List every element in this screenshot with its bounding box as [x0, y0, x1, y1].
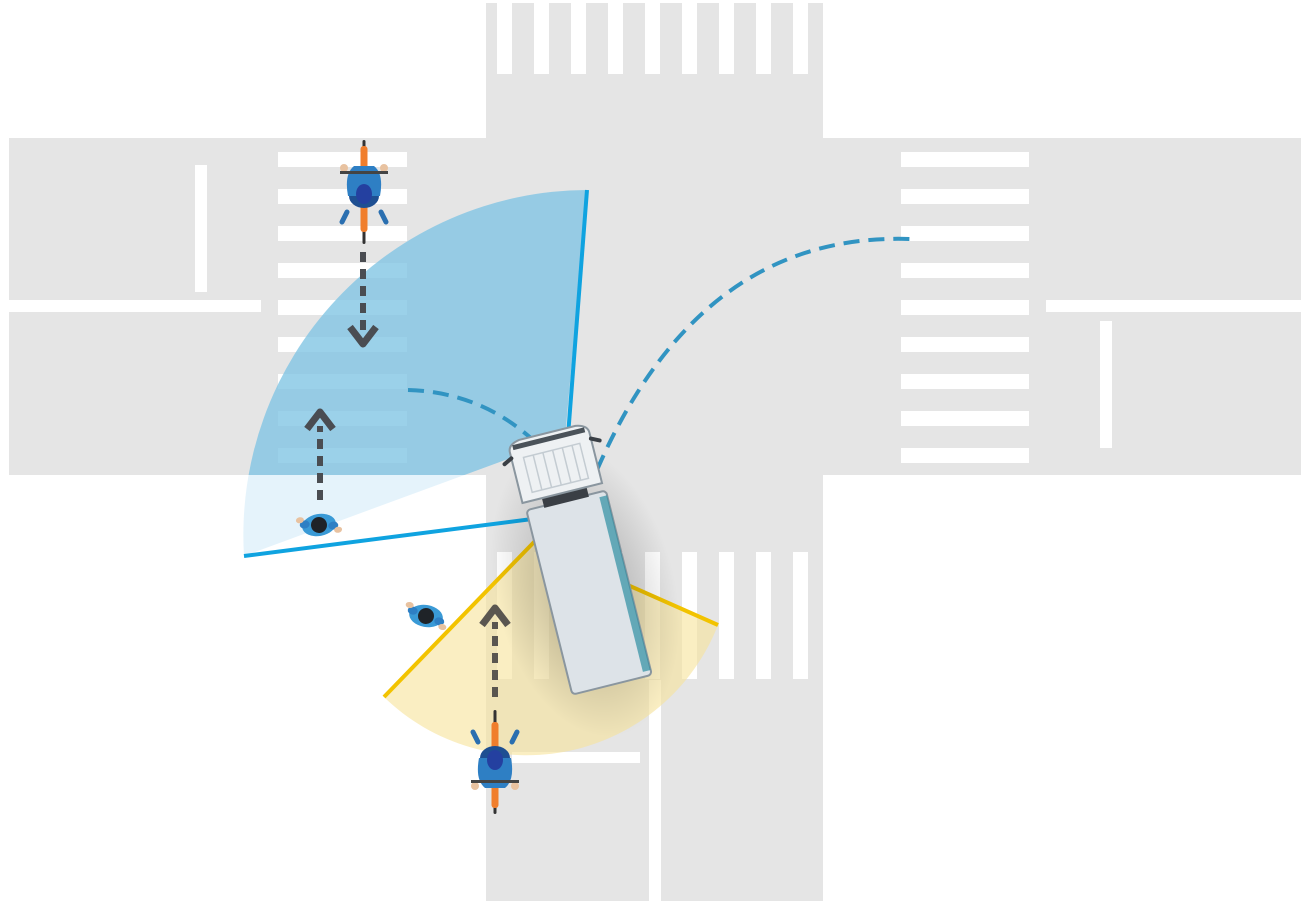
stop-line-west — [195, 165, 207, 292]
blind-spot-blue-edge-top — [566, 189, 589, 437]
front-blind-spot-zone — [243, 189, 589, 558]
arrow-up-icon — [304, 408, 336, 500]
truck — [502, 424, 653, 695]
blind-spot-blue-edge-bottom — [243, 516, 541, 558]
stop-line-south — [512, 752, 640, 763]
right-turn-path — [595, 236, 911, 471]
center-line-south — [649, 680, 661, 901]
truck-mirror-left — [502, 456, 514, 467]
stop-line-east — [1100, 321, 1112, 448]
blind-spot-blue-fill — [243, 190, 587, 556]
crosswalk-east — [901, 152, 1029, 463]
center-line-east — [1046, 300, 1301, 312]
lane-markings — [9, 165, 1301, 901]
truck-side-shade — [599, 495, 651, 672]
truck-windshield — [512, 427, 586, 451]
center-line-west — [9, 300, 261, 312]
arrow-down-icon — [347, 252, 379, 348]
crosswalk-north — [497, 3, 808, 74]
truck-mirror-right — [588, 436, 602, 443]
truck-roof-vents — [522, 442, 590, 494]
left-turn-path — [407, 388, 535, 442]
arrow-up-icon — [479, 604, 511, 697]
